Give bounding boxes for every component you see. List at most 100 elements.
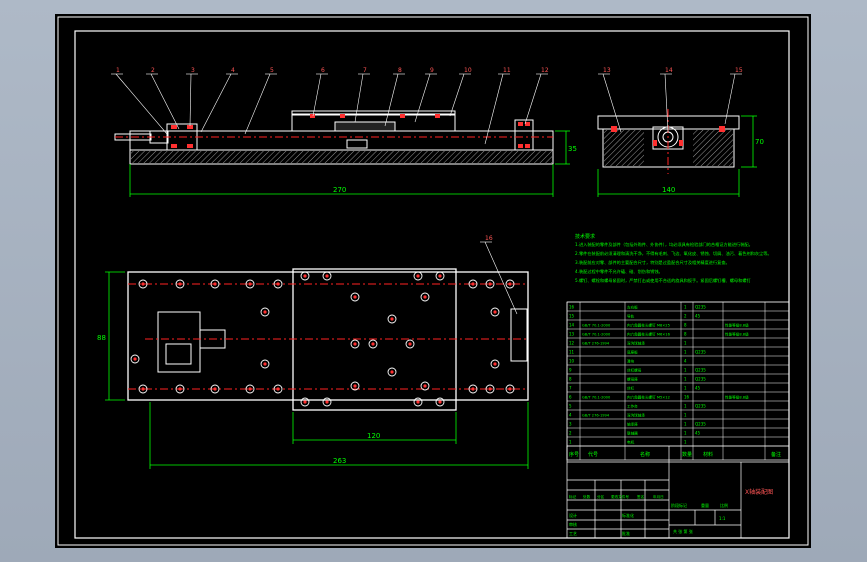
bom-no: 12 (569, 341, 575, 346)
dimensions (105, 115, 757, 469)
bolt-hole (260, 307, 270, 317)
bolt-hole-center (371, 342, 375, 346)
nut-block (346, 139, 368, 149)
balloon-number: 3 (191, 67, 195, 74)
bolt-hole (420, 292, 430, 302)
bolt-hole-center (471, 282, 475, 286)
bolt-hole-center (353, 384, 357, 388)
bom-header-no: 序号 (569, 451, 579, 458)
bolt-hole (350, 292, 360, 302)
bom-no: 16 (569, 305, 575, 310)
bolt-hole-center (416, 274, 420, 278)
bom-no: 2 (569, 431, 572, 436)
balloon-leader (115, 73, 168, 135)
notes-title: 技术要求 (575, 233, 595, 240)
bolt-hole (485, 384, 495, 394)
balloon-number: 12 (541, 67, 549, 74)
top-motor-block (165, 343, 192, 365)
bom-qty: 8 (684, 332, 687, 337)
balloon-leader (244, 73, 271, 135)
bom-qty: 1 (684, 368, 687, 373)
bolt-hole-center (493, 310, 497, 314)
bom-qty: 1 (684, 341, 687, 346)
bolt-hole (505, 384, 515, 394)
bolt-hole (468, 384, 478, 394)
balloon-number: 4 (231, 67, 235, 74)
dim-front-height: 35 (568, 145, 577, 153)
bolt-hole-center (508, 282, 512, 286)
bolt-hole (368, 339, 378, 349)
balloon-number: 13 (603, 67, 611, 74)
side-hatch-right (693, 130, 733, 166)
bom-code: GB/T 70.1-2000 (582, 396, 611, 400)
balloon-number: 10 (464, 67, 472, 74)
bom-qty: 1 (684, 404, 687, 409)
bolt-hole-center (438, 400, 442, 404)
note-line: 2.零件在装配前必须清理和清洗干净，不得有毛刺、飞边、氧化皮、锈蚀、切屑、油污、… (575, 250, 772, 257)
bom-qty: 1 (684, 386, 687, 391)
tb-stage: 阶段标记 (671, 502, 687, 508)
bolt-hole-center (178, 387, 182, 391)
bolt-hole-center (303, 274, 307, 278)
side-red-marks (611, 126, 725, 146)
bolt-hole-center (248, 387, 252, 391)
bom-no: 4 (569, 413, 572, 418)
balloon-leader (602, 73, 622, 133)
title-block (566, 445, 790, 539)
bolt-hole-center (488, 387, 492, 391)
bolt-hole (505, 279, 515, 289)
bom-mat: Q235 (695, 377, 706, 382)
bom-note: 性能等级8.8级 (725, 323, 749, 328)
bolt-hole-center (325, 274, 329, 278)
bom-no: 1 (569, 440, 572, 445)
bolt-hole (273, 279, 283, 289)
bolt-hole (138, 384, 148, 394)
tb-weight: 重量 (701, 502, 709, 508)
balloon-leader (414, 73, 431, 123)
bearing-block-right (514, 119, 534, 151)
bolt-hole (300, 271, 310, 281)
bom-mat: Q235 (695, 422, 706, 427)
bolt-hole (210, 384, 220, 394)
bolt-hole (490, 359, 500, 369)
balloon-leader (484, 241, 518, 315)
bolt-hole (322, 397, 332, 407)
bolt-hole (273, 384, 283, 394)
bolt-hole-center (353, 295, 357, 299)
balloon-leader (189, 73, 192, 127)
bolt-hole (210, 279, 220, 289)
bolt-hole-center (353, 342, 357, 346)
balloon-number: 5 (270, 67, 274, 74)
bom-no: 10 (569, 359, 575, 364)
balloon-number: 15 (735, 67, 743, 74)
bolt-hole (300, 397, 310, 407)
bom-qty: 1 (684, 440, 687, 445)
bom-name: 深沟球轴承 (627, 413, 645, 418)
carriage-top (291, 110, 456, 116)
bolt-hole-center (438, 274, 442, 278)
bom-name: 电机 (627, 440, 635, 445)
side-view (597, 109, 740, 174)
bolt-hole-center (141, 387, 145, 391)
nut-housing (334, 121, 396, 132)
bolt-hole (350, 381, 360, 391)
bolt-hole-center (488, 282, 492, 286)
tb-label: 更改文件号 (611, 494, 629, 499)
balloon-leader (354, 73, 364, 123)
balloon-leader (524, 73, 542, 125)
bolt-hole-center (213, 282, 217, 286)
bom-mat: Q235 (695, 350, 706, 355)
bolt-hole-center (141, 282, 145, 286)
bom-code: GB/T 276-1994 (582, 414, 610, 418)
balloon-leader (150, 73, 180, 130)
bolt-hole (405, 339, 415, 349)
balloon-number: 6 (321, 67, 325, 74)
balloon-number: 14 (665, 67, 673, 74)
bom-qty: 4 (684, 359, 687, 364)
outer-border (57, 16, 809, 546)
bolt-hole-center (493, 362, 497, 366)
bom-mat: Q235 (695, 404, 706, 409)
dim-front-length: 270 (333, 186, 346, 194)
